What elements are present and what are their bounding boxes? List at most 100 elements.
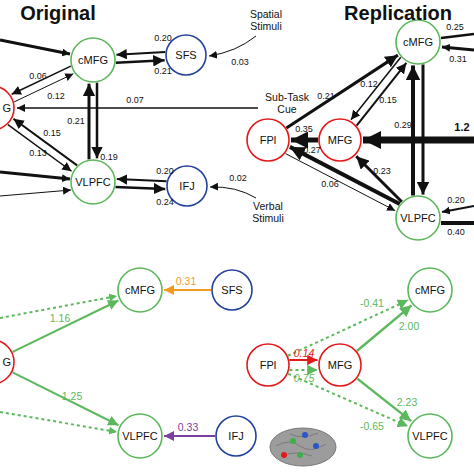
region-node: IFJ (215, 415, 257, 457)
connection-arrow (116, 52, 165, 55)
weight-label: 0.35 (295, 125, 313, 134)
region-node: FPl (246, 343, 290, 387)
connection-arrow (291, 138, 318, 143)
region-node: FPl (246, 118, 290, 162)
region-node: cMFG (395, 19, 441, 65)
weight-label: -0.65 (360, 421, 384, 432)
node-label: IFJ (179, 181, 194, 192)
annotation-label: Verbal Stimuli (237, 200, 299, 224)
node-label: G (2, 357, 11, 368)
connection-arrow (356, 156, 401, 201)
connection-arrow (289, 369, 317, 371)
connection-arrow (285, 154, 395, 211)
connection-arrow (13, 119, 77, 166)
node-label: IFJ (228, 431, 243, 442)
node-label: G (2, 103, 11, 114)
input-arrow (17, 107, 258, 108)
connection-arrow (357, 63, 407, 126)
cropped-arrow (0, 40, 70, 54)
annotation-label: 0.03 (231, 57, 249, 67)
cropped-arrow (442, 47, 474, 50)
region-node: cMFG (407, 267, 453, 313)
region-node: G (0, 339, 15, 385)
weight-label: 0.15 (379, 96, 397, 105)
region-node: MFG (318, 343, 362, 387)
region-node: cMFG (70, 37, 116, 83)
weight-label: 0.20 (156, 167, 174, 176)
weight-label: 0.14 (294, 348, 314, 359)
node-label: SFS (175, 50, 196, 61)
node-label: VLPFC (122, 431, 157, 442)
panel-title: Replication (344, 2, 452, 25)
region-node: MFG (318, 118, 362, 162)
connection-arrow (117, 179, 167, 181)
weight-label: 0.21 (317, 92, 335, 101)
region-node: cMFG (117, 267, 163, 313)
cropped-arrow (0, 190, 71, 196)
connection-arrow (164, 435, 215, 437)
node-label: cMFG (415, 285, 445, 296)
region-node: G (0, 85, 15, 131)
cropped-arrow (441, 221, 474, 225)
region-node: VLPFC (70, 159, 116, 205)
connection-arrow (8, 125, 72, 172)
weight-label: 0.19 (100, 153, 118, 162)
weight-label: 0.13 (29, 149, 47, 158)
region-node: VLPFC (117, 413, 163, 459)
connection-arrow (164, 289, 211, 291)
annotation-label: 0.02 (229, 173, 247, 183)
input-arrow (209, 36, 256, 56)
node-label: cMFG (78, 55, 108, 66)
annotation-label: Sub-Task Cue (261, 91, 313, 115)
annotation-label: 0.31 (449, 54, 467, 64)
annotation-label: 0.40 (447, 227, 465, 237)
node-label: VLPFC (400, 213, 435, 224)
annotation-label: 0.07 (126, 95, 144, 105)
connection-arrow (96, 83, 99, 159)
weight-label: 0.12 (47, 92, 65, 101)
panel-title: Original (20, 2, 96, 25)
node-label: FPl (260, 135, 277, 146)
annotation-label: 0.20 (447, 195, 465, 205)
weight-label: 0.27 (303, 146, 321, 155)
connection-arrow (422, 64, 425, 194)
weight-label: 0.06 (321, 180, 339, 189)
node-label: SFS (221, 285, 242, 296)
node-label: VLPFC (412, 431, 447, 442)
stimulus-arrows (17, 36, 258, 198)
node-label: cMFG (125, 285, 155, 296)
weight-label: 2.23 (397, 397, 417, 408)
node-label: FPl (260, 360, 277, 371)
node-label: cMFG (403, 37, 433, 48)
weight-label: 0.24 (156, 198, 174, 207)
weight-label: 0.15 (43, 129, 61, 138)
connection-arrow (115, 187, 165, 189)
cropped-connections (0, 34, 474, 432)
region-node: SFS (211, 269, 253, 311)
cropped-arrow (0, 172, 70, 179)
weight-label: 0.12 (360, 80, 378, 89)
connection-arrow (13, 300, 119, 351)
annotation-label: Spatial Stimuli (235, 8, 297, 32)
connection-arrow (289, 359, 317, 361)
annotation-label: 0.25 (446, 22, 464, 32)
node-label: VLPFC (75, 177, 110, 188)
weight-label: 1.25 (62, 391, 82, 402)
weight-label: 0.21 (154, 67, 172, 76)
weight-label: 0.29 (394, 121, 412, 130)
weight-label: 0.06 (29, 72, 47, 81)
region-node: VLPFC (395, 195, 441, 241)
weight-label: 0.75 (294, 373, 314, 384)
weight-label: 0.31 (176, 276, 196, 287)
node-label: MFG (328, 360, 352, 371)
connection-arrow (12, 66, 71, 94)
connection-arrow (13, 372, 119, 425)
weight-label: 0.20 (154, 34, 172, 43)
weight-label: 1.16 (50, 313, 70, 324)
connection-arrow (88, 84, 91, 160)
weight-label: 0.21 (67, 117, 85, 126)
connectors (8, 52, 423, 436)
weight-label: 0.23 (373, 167, 391, 176)
node-label: MFG (328, 135, 352, 146)
input-arrow (210, 187, 256, 198)
